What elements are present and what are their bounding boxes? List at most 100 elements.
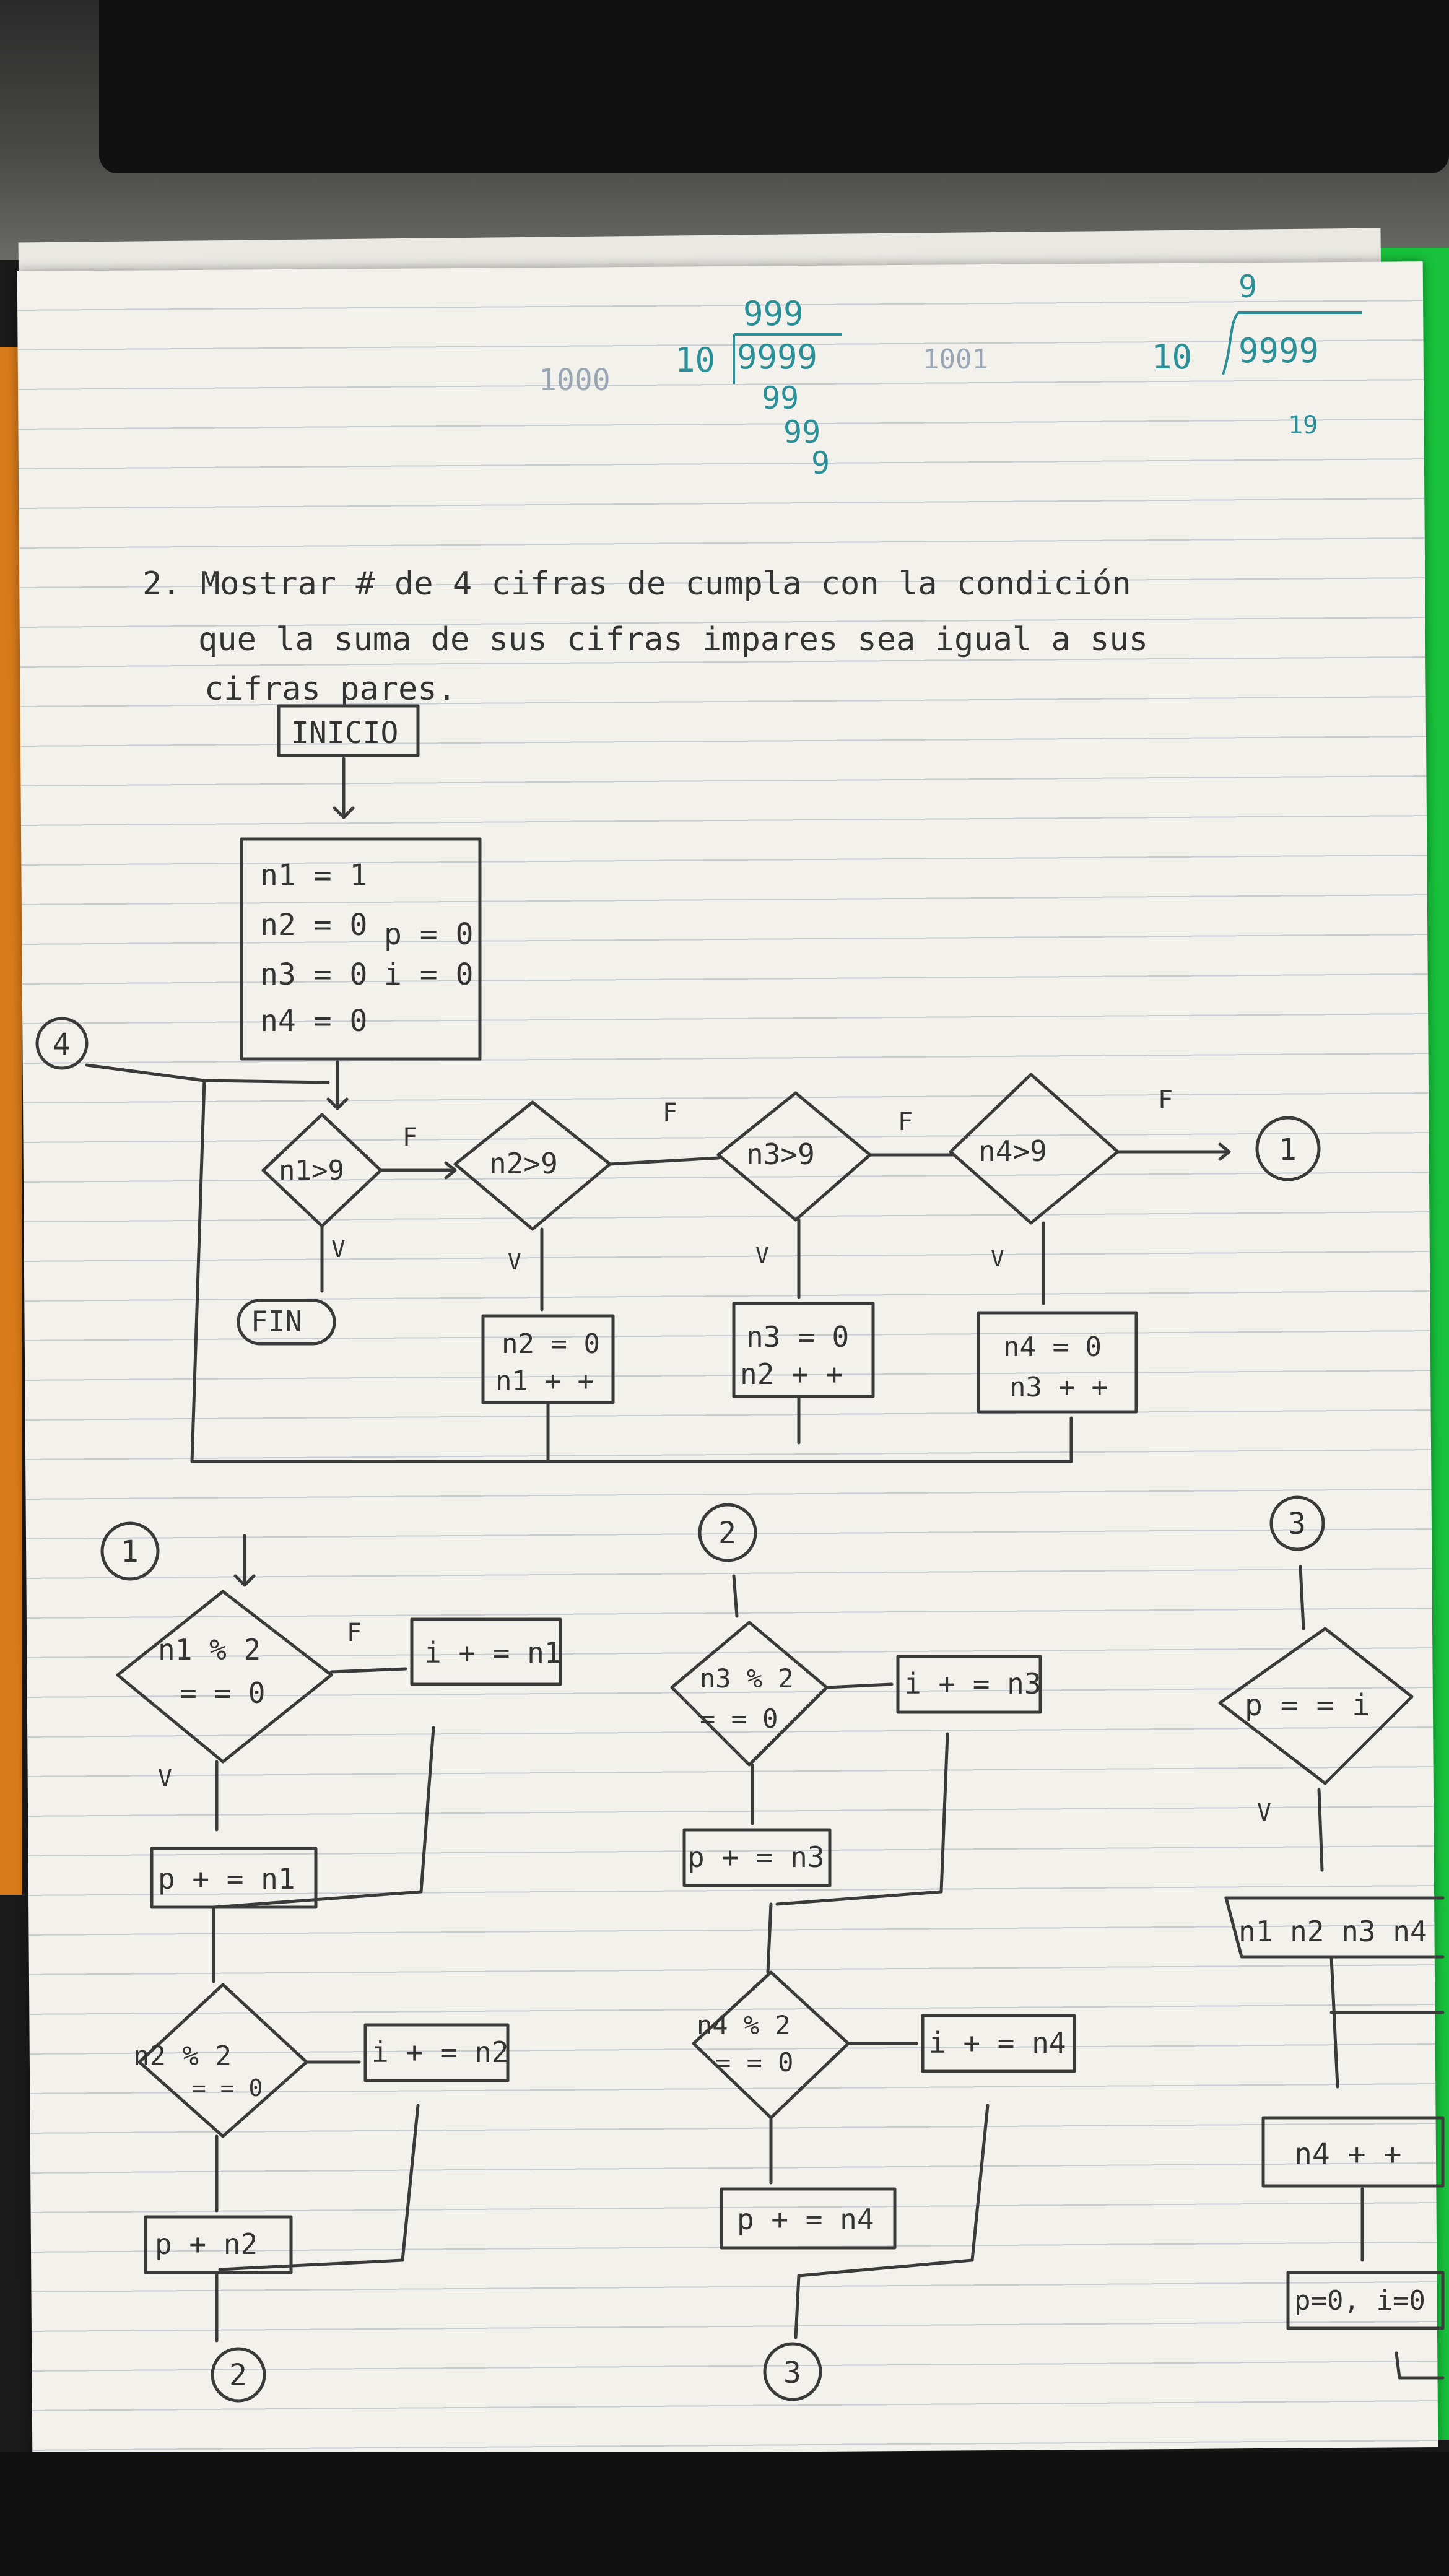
box-i-n1-label: i + = n1: [424, 1636, 562, 1669]
arrow-to-b-d2: [766, 1902, 773, 1974]
arrow-b-d1-i: [825, 1682, 894, 1689]
line-i-n1-merge: [212, 1726, 435, 1909]
box-i-n4-label: i + = n4: [929, 2026, 1066, 2060]
calc-dividend: 9999: [737, 337, 817, 376]
decision-n4: [949, 1073, 1120, 1225]
calc-1000: 1000: [539, 363, 611, 398]
connector-3-label: 3: [1288, 1507, 1306, 1541]
box-p-n1-label: p + = n1: [158, 1862, 295, 1895]
decision-n2-label: n2>9: [489, 1147, 558, 1180]
calc-right-quotient: 9: [1238, 269, 1257, 305]
connector-1: [100, 1521, 160, 1581]
calc-1001: 1001: [923, 344, 988, 375]
problem-line-2: que la suma de sus cifras impares sea ig…: [198, 621, 1148, 658]
print-parallelogram: [1224, 1896, 1445, 1959]
loop-line: [85, 1063, 1073, 1463]
decision-n4-mod-l1: n4 % 2: [697, 2010, 791, 2040]
connector-2-label: 2: [718, 1516, 736, 1551]
fin-terminal: [237, 1299, 336, 1346]
decision-n1-mod-l2: = = 0: [180, 1676, 265, 1710]
parity-check-n1-n2: 1 n1 % 2 = = 0 F i + = n1 V p + = n1 n2 …: [100, 1521, 562, 2403]
connector-2: [698, 1503, 757, 1562]
box-n4-inc-label: n4 + +: [1294, 2137, 1401, 2172]
decision-n3-label: n3>9: [746, 1138, 815, 1171]
connector-2-out: [211, 2347, 266, 2403]
decision-p-eq-i: [1218, 1627, 1414, 1785]
inicio-label: INICIO: [291, 716, 398, 751]
problem-statement: 2. Mostrar # de 4 cifras de cumpla con l…: [142, 565, 1148, 708]
line-i-n3-merge: [775, 1732, 949, 1906]
box-i-n2-label: i + = n2: [372, 2035, 509, 2069]
line-i-n2-merge: [218, 2104, 420, 2271]
init-box: [240, 837, 482, 1061]
box-n3-line1: n3 = 0: [746, 1320, 849, 1354]
box-p-n3-label: p + = n3: [687, 1840, 825, 1874]
arrow-d1-d2: [379, 1161, 457, 1180]
box-n3-line2: n2 + +: [740, 1357, 843, 1391]
connector-1-label: 1: [121, 1534, 139, 1569]
box-reset-label: p=0, i=0: [1294, 2285, 1425, 2317]
box-i-n3: [896, 1655, 1042, 1714]
orange-folder-edge: [0, 347, 22, 1895]
arrow-init-d1: [326, 1060, 349, 1110]
print-label: n1 n2 n3 n4: [1238, 1915, 1427, 1948]
decision-n3: [716, 1091, 872, 1222]
decision-p-eq-i-label: p = = i: [1245, 1688, 1370, 1723]
box-i-n4: [921, 2014, 1076, 2073]
problem-line-3: cifras pares.: [204, 671, 456, 708]
decision-n1-mod: [116, 1590, 333, 1764]
box-n4-reset: [977, 1311, 1138, 1414]
decision-n2-mod-l1: n2 % 2: [133, 2040, 232, 2072]
init-n1: n1 = 1: [260, 858, 367, 893]
d4-f-label: F: [1158, 1086, 1173, 1115]
inicio-box: [277, 704, 420, 757]
d1-f-label: F: [402, 1123, 417, 1152]
calc-right-dividend: 9999: [1238, 331, 1319, 370]
connector-4: [35, 1017, 89, 1070]
init-i: i = 0: [384, 957, 474, 992]
init-n2: n2 = 0: [260, 908, 367, 942]
decision-n2: [453, 1100, 612, 1231]
a-d1-v: V: [158, 1765, 172, 1792]
box-n2-line1: n2 = 0: [502, 1328, 600, 1360]
c-v-label: V: [1257, 1799, 1271, 1826]
box-n2-line2: n1 + +: [495, 1365, 594, 1397]
parity-check-n3-n4: 2 n3 % 2 = = 0 i + = n3 p + = n3 n4 % 2 …: [670, 1503, 1076, 2401]
box-p-n4: [720, 2187, 897, 2250]
calc-div-left: 10: [675, 341, 715, 380]
box-i-n1: [410, 1617, 562, 1686]
arrow-d4-c1: [1116, 1142, 1231, 1161]
arrow-c-d1-print: [1317, 1788, 1324, 1872]
decision-n1-mod-l1: n1 % 2: [158, 1633, 261, 1666]
d2-v-label: V: [508, 1250, 521, 1275]
a-d1-f: F: [347, 1619, 362, 1647]
decision-n2-mod-l2: = = 0: [192, 2074, 263, 2102]
calc-step2: 99: [783, 414, 820, 450]
d3-f-label: F: [898, 1108, 913, 1136]
line-reset-out: [1395, 2351, 1445, 2380]
decision-n2-mod: [137, 1983, 308, 2138]
box-n3-reset: [732, 1302, 875, 1398]
box-n4-inc: [1261, 2116, 1445, 2188]
d3-v-label: V: [755, 1243, 769, 1269]
decision-n3-mod-l2: = = 0: [700, 1704, 778, 1734]
arrow-a-d1-i: [329, 1667, 407, 1674]
d2-f-label: F: [663, 1099, 677, 1127]
main-flowchart: INICIO n1 = 1 n2 = 0 n3 = 0 n4 = 0 p = 0…: [35, 704, 1321, 1463]
connector-2-out-label: 2: [229, 2358, 247, 2393]
init-n4: n4 = 0: [260, 1004, 367, 1038]
box-p-n3: [682, 1828, 832, 1887]
connector-3-out: [763, 2342, 822, 2401]
arrow-c1: [233, 1534, 256, 1587]
calc-right-bracket: [1222, 311, 1362, 375]
line-i-n4-merge: [797, 2104, 990, 2278]
calc-right-remainder: 19: [1288, 411, 1318, 440]
box-n4-line2: n3 + +: [1009, 1372, 1108, 1403]
decision-n1-label: n1>9: [279, 1155, 344, 1186]
connector-3: [1269, 1495, 1325, 1551]
arrow-inicio: [333, 757, 355, 819]
bottom-shadow: [0, 2452, 1449, 2576]
box-p-n2-label: p + n2: [155, 2227, 258, 2261]
connector-1-top: [1255, 1116, 1321, 1181]
